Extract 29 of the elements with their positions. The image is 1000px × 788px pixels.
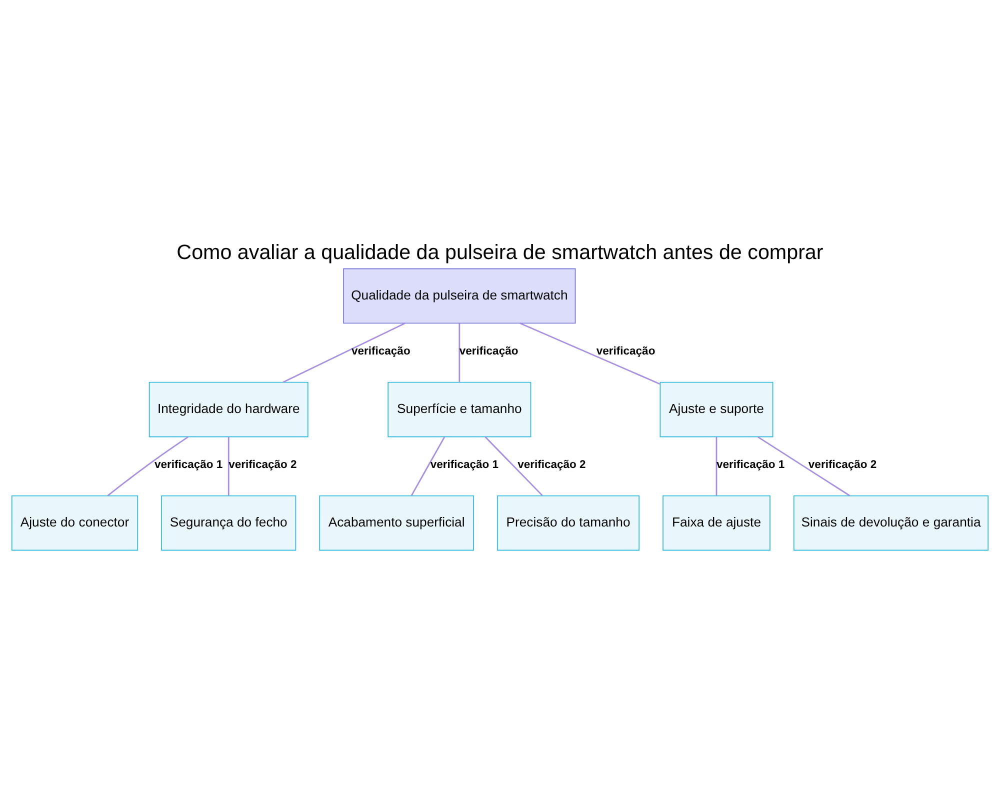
connector <box>716 436 718 495</box>
connector <box>107 436 189 496</box>
edge-label: verificação 1 <box>430 458 499 471</box>
edge-label: verificação 1 <box>154 458 223 471</box>
node-box: Ajuste do conector <box>11 494 138 550</box>
node-box: Acabamento superficial <box>319 494 474 550</box>
connector <box>228 436 230 495</box>
connector <box>458 322 460 382</box>
node-box: Superfície e tamanho <box>388 381 532 437</box>
node-box: Integridade do hardware <box>148 381 308 437</box>
edge-label: verificação 2 <box>228 458 297 471</box>
edge-label: verificação 2 <box>518 458 586 471</box>
connector <box>520 322 660 384</box>
node-box: Sinais de devolução e garantia <box>793 494 989 550</box>
connector <box>282 322 406 382</box>
node-box: Qualidade da pulseira de smartwatch <box>343 268 576 324</box>
edge-label: verificação 1 <box>716 458 785 471</box>
connector <box>757 436 850 496</box>
connector <box>410 436 446 496</box>
node-box: Ajuste e suporte <box>660 381 774 437</box>
edge-label: verificação <box>459 345 518 358</box>
edge-label: verificação <box>596 345 656 358</box>
node-box: Precisão do tamanho <box>496 494 640 550</box>
connector <box>484 436 543 496</box>
node-box: Faixa de ajuste <box>662 494 770 550</box>
edge-label: verificação 2 <box>808 458 877 471</box>
diagram-title: Como avaliar a qualidade da pulseira de smartwatch antes de comprar <box>176 240 824 264</box>
node-box: Segurança do fecho <box>161 494 296 550</box>
edge-label: verificação <box>352 345 410 358</box>
